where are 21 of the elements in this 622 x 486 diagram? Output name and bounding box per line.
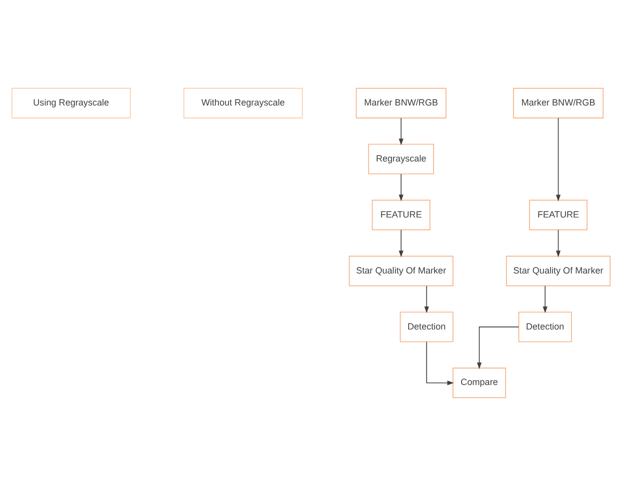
node-box: FEATURE [372, 200, 430, 230]
node-box: Marker BNW/RGB [356, 88, 446, 118]
node-box: Without Regrayscale [183, 88, 303, 118]
arrow [398, 118, 404, 146]
arrow [424, 286, 429, 314]
arrow [556, 230, 561, 258]
node-box: Compare [452, 368, 506, 398]
arrow [398, 174, 404, 202]
arrow [542, 286, 548, 314]
arrow [556, 118, 561, 202]
arrow [476, 326, 520, 370]
node-box: Star Quality Of Marker [348, 256, 454, 286]
node-box: Regrayscale [368, 144, 434, 174]
node-box: Using Regrayscale [11, 88, 131, 118]
arrow [398, 230, 404, 258]
arrow [426, 342, 454, 386]
node-box: Marker BNW/RGB [513, 88, 604, 118]
node-box: Detection [400, 312, 454, 342]
node-box: FEATURE [529, 200, 588, 230]
node-box: Detection [518, 312, 572, 342]
node-box: Star Quality Of Marker [506, 256, 611, 286]
